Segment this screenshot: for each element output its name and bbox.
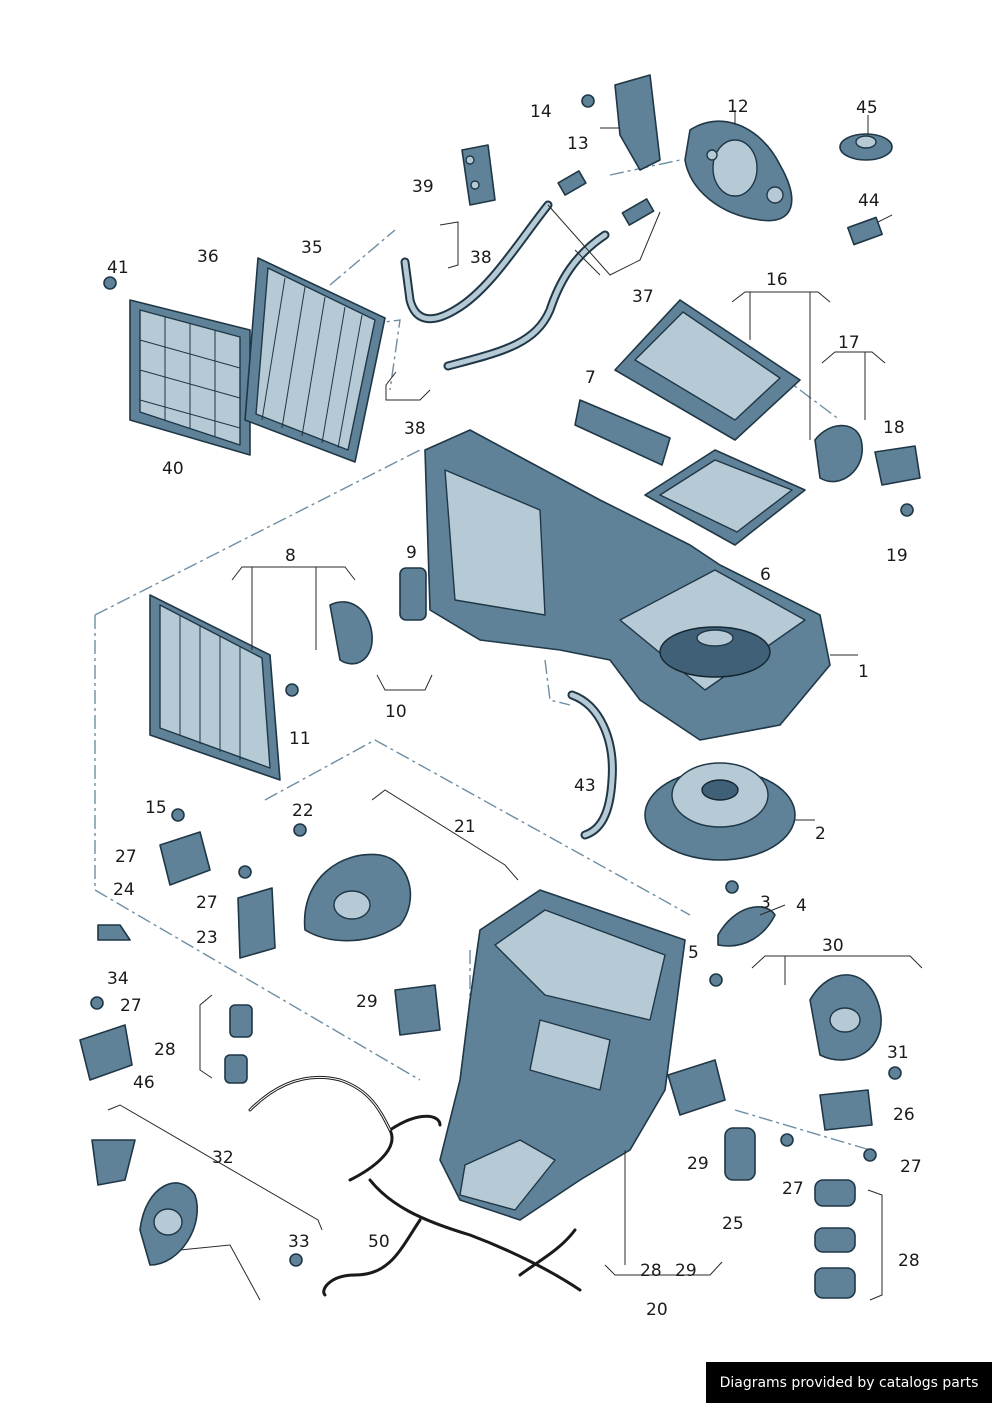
- part-37-refrigerant-lines: [400, 170, 655, 371]
- callout-4: 4: [796, 896, 807, 916]
- part-40-heater-core: [129, 299, 251, 456]
- callout-38a: 38: [470, 248, 492, 268]
- part-34-clip: [97, 924, 131, 941]
- callout-16: 16: [766, 270, 788, 290]
- part-46-actuator: [79, 1024, 133, 1081]
- callout-20: 20: [646, 1300, 668, 1320]
- callout-41: 41: [107, 258, 129, 278]
- callout-labels: 1 2 3 4 5 6 7 8 9 10 11 12 13 14 15 16 1…: [107, 97, 922, 1320]
- callout-23: 23: [196, 928, 218, 948]
- part-29-flap-housing: [394, 984, 726, 1116]
- callout-22: 22: [292, 801, 314, 821]
- callout-24: 24: [113, 880, 135, 900]
- part-44-sensor: [847, 214, 893, 246]
- part-43-drain-hose: [567, 690, 617, 840]
- callout-10: 10: [385, 702, 407, 722]
- callout-37: 37: [632, 287, 654, 307]
- callout-28c: 28: [640, 1261, 662, 1281]
- part-7-seal: [574, 399, 671, 466]
- callout-33: 33: [288, 1232, 310, 1252]
- callout-29a: 29: [356, 992, 378, 1012]
- part-50-wiring-harness: [248, 1075, 582, 1297]
- callout-28b: 28: [898, 1251, 920, 1271]
- part-16-upper-housing: [614, 299, 801, 441]
- callout-18: 18: [883, 418, 905, 438]
- part-2-blower-motor: [644, 762, 796, 861]
- fasteners: [90, 94, 914, 1267]
- part-8-heat-exchanger: [149, 594, 373, 781]
- part-26-sensor: [819, 1089, 873, 1131]
- callout-25: 25: [722, 1214, 744, 1234]
- callout-29b: 29: [687, 1154, 709, 1174]
- callout-6: 6: [760, 565, 771, 585]
- callout-7: 7: [585, 368, 596, 388]
- callout-17: 17: [838, 333, 860, 353]
- callout-34: 34: [107, 969, 129, 989]
- part-17-servo-motor: [814, 424, 863, 483]
- part-28-linkages-right: [814, 1179, 856, 1299]
- part-6-cabin-filter: [644, 449, 806, 546]
- part-39-valve-block: [461, 144, 496, 206]
- callout-30: 30: [822, 936, 844, 956]
- callout-45: 45: [856, 98, 878, 118]
- callout-27a: 27: [115, 847, 137, 867]
- callout-21: 21: [454, 817, 476, 837]
- callout-8: 8: [285, 546, 296, 566]
- callout-28a: 28: [154, 1040, 176, 1060]
- callout-27b: 27: [196, 893, 218, 913]
- callout-15: 15: [145, 798, 167, 818]
- callout-11: 11: [289, 729, 311, 749]
- part-12-gasket: [684, 120, 793, 222]
- callout-40: 40: [162, 459, 184, 479]
- part-21-servo-assembly: [303, 853, 412, 942]
- callout-43: 43: [574, 776, 596, 796]
- callout-12: 12: [727, 97, 749, 117]
- callout-32: 32: [212, 1148, 234, 1168]
- callout-50: 50: [368, 1232, 390, 1252]
- part-25-temperature-sender: [724, 1127, 756, 1181]
- callout-3: 3: [760, 893, 771, 913]
- part-35-evaporator: [244, 257, 386, 463]
- part-1-main-housing: [424, 429, 831, 741]
- callout-13: 13: [567, 134, 589, 154]
- callout-38b: 38: [404, 419, 426, 439]
- callout-14: 14: [530, 102, 552, 122]
- callout-44: 44: [858, 191, 880, 211]
- reference-lines: [94, 159, 871, 1151]
- callout-39: 39: [412, 177, 434, 197]
- part-9-expansion-valve: [399, 567, 427, 621]
- callout-27d: 27: [900, 1157, 922, 1177]
- part-20-distribution-housing: [439, 889, 686, 1221]
- callout-27e: 27: [782, 1179, 804, 1199]
- callout-29c: 29: [675, 1261, 697, 1281]
- credit-banner: Diagrams provided by catalogs parts: [706, 1362, 992, 1403]
- part-30-servo-motor: [809, 974, 882, 1061]
- part-18-sensor: [874, 445, 921, 486]
- part-13-bracket: [614, 74, 661, 171]
- part-32-servo-motor: [91, 1139, 261, 1301]
- part-45-grommet: [839, 133, 893, 161]
- callout-1: 1: [858, 662, 869, 682]
- part-28-linkages-left: [224, 1004, 253, 1084]
- callout-2: 2: [815, 824, 826, 844]
- callout-35: 35: [301, 238, 323, 258]
- callout-9: 9: [406, 543, 417, 563]
- part-23-actuator: [237, 887, 276, 959]
- callout-27c: 27: [120, 996, 142, 1016]
- credit-text: Diagrams provided by catalogs parts: [719, 1374, 979, 1391]
- callout-46: 46: [133, 1073, 155, 1093]
- callout-36: 36: [197, 247, 219, 267]
- part-24-actuator: [159, 831, 211, 886]
- part-4-resistor: [717, 906, 776, 947]
- callout-26: 26: [893, 1105, 915, 1125]
- leader-lines: [107, 110, 923, 1301]
- callout-19: 19: [886, 546, 908, 566]
- callout-5: 5: [688, 943, 699, 963]
- callout-31: 31: [887, 1043, 909, 1063]
